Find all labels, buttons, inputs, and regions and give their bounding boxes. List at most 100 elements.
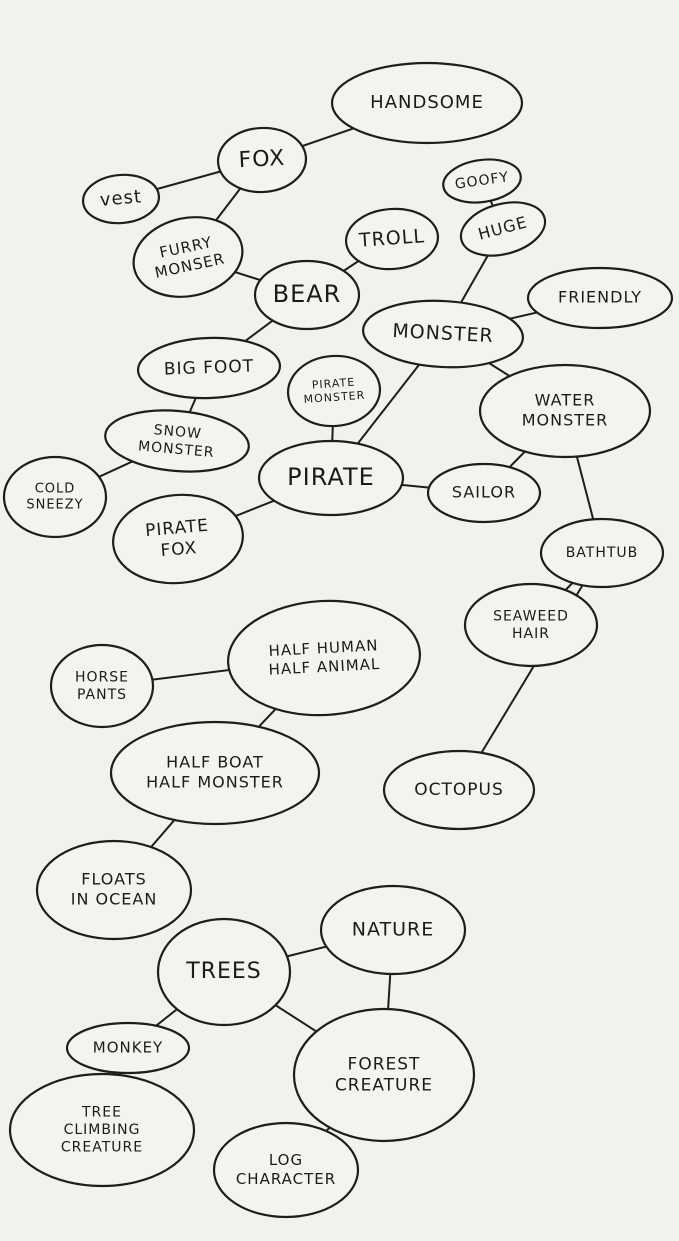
bubble-outline	[156, 917, 292, 1027]
bubble-seaweed: SEAWEED HAIR	[463, 582, 599, 668]
bubble-label: CREATURE	[61, 1140, 143, 1156]
bubble-label: FLOATS	[81, 870, 147, 889]
bubble-label: PIRATE	[287, 463, 375, 491]
bubble-label: FOX	[238, 146, 286, 173]
bubble-octopus: OCTOPUS	[382, 749, 536, 831]
bubble-outline	[382, 749, 536, 831]
bubble-label: HALF HUMAN	[268, 636, 379, 660]
bubble-label: CHARACTER	[236, 1170, 336, 1188]
bubble-label: HANDSOME	[370, 92, 484, 113]
bubble-outline	[216, 126, 308, 194]
bubble-nature: NATURE	[319, 884, 467, 976]
bubble-outline	[35, 839, 193, 941]
bubble-outline	[226, 599, 422, 717]
bubble-cold: COLD SNEEZY	[2, 455, 108, 539]
bubble-outline	[257, 439, 405, 517]
bubble-goofy: GOOFY	[442, 158, 522, 204]
bubble-label: BIG FOOT	[164, 356, 255, 379]
bubble-label: MONSTER	[137, 438, 215, 461]
bubble-vest: vest	[81, 173, 161, 225]
bubble-label: HAIR	[512, 626, 550, 642]
bubble-label: HALF MONSTER	[146, 773, 284, 792]
bubble-label: MONSTER	[303, 389, 365, 406]
bubble-fox: FOX	[216, 126, 308, 194]
bubble-bear: BEAR	[253, 259, 361, 331]
bubble-outline	[361, 299, 525, 369]
bubble-label: SNOW	[153, 422, 202, 442]
bubble-horsepants: HORSE PANTS	[49, 643, 155, 729]
bubble-label: MONKEY	[93, 1039, 163, 1057]
bubble-outline	[109, 720, 321, 826]
bubble-trees: TREES	[156, 917, 292, 1027]
bubble-outline	[212, 1121, 360, 1219]
bubble-label: MONSTER	[392, 320, 494, 347]
bubble-outline	[442, 158, 522, 204]
bubble-label: SEAWEED	[493, 608, 569, 624]
bubble-outline	[286, 354, 382, 428]
bubble-label: TROLL	[357, 225, 425, 252]
connector-bathtub-octopus	[458, 552, 603, 791]
bubble-label: TREES	[185, 959, 262, 984]
bubble-outline	[112, 493, 244, 585]
bubble-label: TREE	[81, 1105, 122, 1121]
bubble-label: SNEEZY	[26, 498, 83, 513]
bubble-friendly: FRIENDLY	[526, 266, 674, 330]
bubble-bigfoot: BIG FOOT	[136, 336, 282, 400]
bubble-outline	[526, 266, 674, 330]
bubble-label: HALF BOAT	[166, 753, 264, 772]
bubble-label: CREATURE	[335, 1076, 433, 1096]
bubble-label: CLIMBING	[64, 1122, 141, 1138]
bubble-outline	[330, 61, 524, 145]
bubble-outline	[426, 462, 542, 524]
bubbles: HANDSOME FOX vest GOOFY HUGE TROLL FURRYMONSER…	[2, 61, 674, 1219]
bubble-label: PIRATE	[311, 376, 355, 392]
bubble-monkey: MONKEY	[65, 1021, 191, 1075]
bubble-outline	[478, 363, 652, 459]
bubble-label: FOX	[160, 538, 198, 561]
bubble-label: HORSE	[75, 669, 129, 685]
bubble-monster: MONSTER	[361, 299, 525, 369]
bubble-troll: TROLL	[344, 207, 440, 271]
bubble-label: LOG	[269, 1151, 303, 1169]
bubble-outline	[81, 173, 161, 225]
bubble-label: SAILOR	[452, 483, 516, 502]
bubble-label: vest	[99, 186, 143, 211]
bubble-sailor: SAILOR	[426, 462, 542, 524]
bubble-outline	[344, 207, 440, 271]
bubble-label: PANTS	[77, 687, 127, 703]
bubble-outline	[49, 643, 155, 729]
bubble-outline	[8, 1072, 196, 1188]
bubble-label: FRIENDLY	[558, 288, 642, 307]
bubble-outline	[2, 455, 108, 539]
bubble-outline	[539, 517, 665, 589]
bubble-outline	[132, 216, 244, 298]
bubble-huge: HUGE	[459, 201, 547, 257]
bubble-label: FOREST	[348, 1054, 421, 1074]
bubble-label: OCTOPUS	[414, 780, 504, 800]
bubble-label: BEAR	[273, 280, 342, 308]
bubble-label: WATER	[535, 391, 596, 410]
bubble-label: HALF ANIMAL	[268, 655, 381, 679]
bubble-label: GOOFY	[454, 169, 510, 192]
bubble-bathtub: BATHTUB	[539, 517, 665, 589]
bubble-outline	[104, 409, 250, 473]
bubble-outline	[459, 201, 547, 257]
bubble-label: COLD	[35, 481, 76, 496]
bubble-outline	[463, 582, 599, 668]
bubble-outline	[65, 1021, 191, 1075]
bubble-label: BATHTUB	[566, 545, 639, 561]
bubble-label: MONSTER	[522, 411, 609, 430]
